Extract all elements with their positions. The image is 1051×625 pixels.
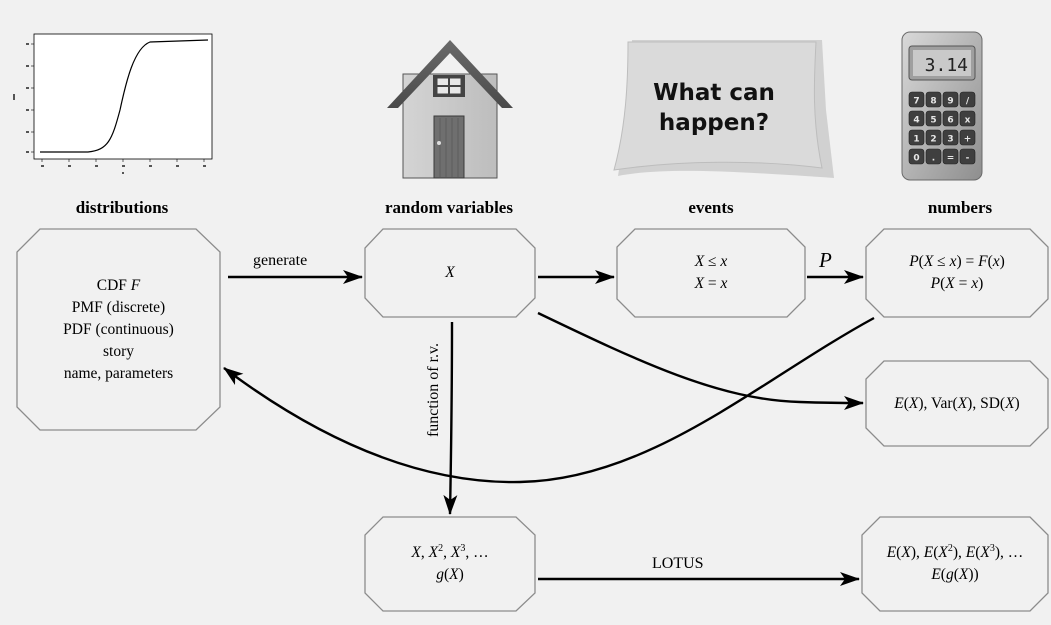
header-events: events	[688, 198, 734, 217]
calculator-key-label: 5	[930, 116, 936, 126]
functions-box: X, X2, X3, … g(X)	[365, 517, 535, 611]
cdf-plot-icon	[13, 33, 213, 174]
calculator-key	[925, 91, 942, 108]
calculator-key-label: 1	[913, 135, 919, 145]
random-variable-box: X	[365, 229, 535, 317]
calculator-key-label: 8	[930, 97, 936, 107]
powers-line: X, X2, X3, …	[411, 543, 489, 562]
calculator-key-label: 6	[947, 116, 953, 126]
calculator-key	[959, 148, 976, 165]
probabilities-box: P(X ≤ x) = F(x) P(X = x)	[866, 229, 1048, 317]
calculator-key	[925, 110, 942, 127]
calculator-key-label: 9	[947, 97, 953, 107]
calculator-key	[925, 148, 942, 165]
distributions-box: CDF F PMF (discrete) PDF (continuous) st…	[17, 252, 220, 407]
house-icon	[387, 40, 513, 179]
calculator-key	[925, 129, 942, 146]
header-distributions: distributions	[75, 198, 169, 217]
lotus-results-box-shape	[861, 516, 1049, 612]
header-numbers: numbers	[927, 198, 993, 217]
calculator-key	[959, 110, 976, 127]
arrow-function-of-rv	[443, 321, 458, 515]
calculator-key-label: x	[965, 116, 971, 126]
prob-pmf-line: P(X = x)	[930, 275, 984, 292]
calculator-keypad: 7 8 9 / 4 5 6 x 1 2 3 +0. = -	[908, 91, 976, 165]
story-line: story	[103, 342, 134, 360]
calculator-key-label: 3	[947, 135, 953, 145]
calculator-key	[908, 148, 925, 165]
random-variable-box-shape	[364, 228, 536, 318]
calculator-key	[942, 91, 959, 108]
calculator-key	[908, 110, 925, 127]
label-function-of-rv: function of r.v.	[425, 342, 442, 438]
sticky-note-icon	[613, 40, 834, 178]
moments-box-shape	[865, 360, 1049, 447]
distributions-box-shape	[16, 228, 221, 431]
label-generate: generate	[253, 252, 308, 269]
calculator-key-label: 2	[930, 135, 936, 145]
label-lotus: LOTUS	[652, 555, 704, 572]
calculator-key-label: -	[966, 154, 970, 164]
calculator-key-label: .	[932, 154, 935, 164]
moments-box: E(X), Var(X), SD(X)	[866, 361, 1048, 446]
pmf-line: PMF (discrete)	[71, 298, 166, 316]
calculator-key-label: =	[947, 154, 955, 164]
moments-line: E(X), Var(X), SD(X)	[894, 394, 1020, 412]
arrow-to-moments	[537, 311, 864, 410]
calculator-key-label: /	[966, 97, 970, 107]
note-line-1: What can	[653, 80, 775, 106]
calculator-key-label: +	[964, 135, 972, 145]
calculator-key	[959, 129, 976, 146]
lotus-moments-line: E(X), E(X2), E(X3), …	[886, 543, 1024, 562]
prob-cdf-line: P(X ≤ x) = F(x)	[909, 253, 1005, 270]
calculator-key	[959, 91, 976, 108]
calculator-display: 3.14	[925, 55, 968, 76]
calculator-key	[942, 110, 959, 127]
calculator-key	[908, 129, 925, 146]
rv-x: X	[445, 264, 455, 281]
calculator-key	[942, 148, 959, 165]
pdf-line: PDF (continuous)	[63, 320, 174, 338]
note-line-2: happen?	[659, 110, 769, 136]
label-probability: P	[819, 248, 832, 272]
calculator-key-label: 4	[913, 116, 919, 126]
calculator-key	[908, 91, 925, 108]
lotus-results-box: E(X), E(X2), E(X3), … E(g(X))	[862, 517, 1048, 611]
name-parameters-line: name, parameters	[63, 364, 174, 382]
functions-box-shape	[364, 516, 536, 612]
g-of-x-line: g(X)	[436, 566, 464, 583]
arrow-to-distributions	[223, 316, 875, 484]
events-box: X ≤ x X = x	[617, 229, 805, 317]
probabilities-box-shape	[865, 228, 1049, 318]
calculator-key-label: 0	[913, 154, 919, 164]
event-eq: X = x	[694, 275, 728, 292]
calculator-key-label: 7	[913, 97, 919, 107]
cdf-line: CDF F	[96, 276, 141, 294]
calculator-key	[942, 129, 959, 146]
event-leq: X ≤ x	[694, 253, 728, 270]
events-box-shape	[616, 228, 806, 318]
header-random-variables: random variables	[385, 198, 513, 217]
lotus-g-line: E(g(X))	[931, 566, 979, 583]
